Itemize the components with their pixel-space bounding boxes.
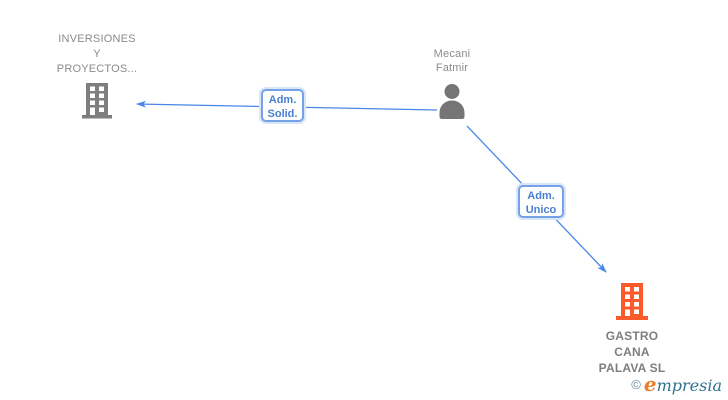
edge-label-adm-unico: Adm. Unico: [518, 185, 564, 218]
logo-text: mpresia: [656, 376, 722, 395]
node-company-gastro[interactable]: GASTRO CANA PALAVA SL: [572, 281, 692, 376]
edge-label-text: Adm.: [268, 94, 297, 106]
company-name: INVERSIONES Y PROYECTOS...: [56, 33, 138, 75]
logo-first-letter: e: [643, 372, 657, 396]
edge-label-text: Unico: [525, 204, 557, 216]
copyright-icon: ©: [631, 377, 641, 392]
node-person-mecani-fatmir[interactable]: Mecani Fatmir: [402, 47, 502, 124]
person-name: Mecani Fatmir: [433, 48, 471, 74]
building-icon[interactable]: [80, 81, 114, 124]
edge-label-adm-solid: Adm. Solid.: [261, 89, 304, 122]
empresia-logo[interactable]: ©empresia: [631, 372, 722, 396]
person-icon[interactable]: [432, 83, 472, 124]
edge-label-text: Solid.: [267, 108, 298, 120]
edge-label-text: Adm.: [527, 190, 555, 202]
node-company-inversiones[interactable]: INVERSIONES Y PROYECTOS...: [37, 32, 157, 124]
company-name: GASTRO CANA PALAVA SL: [598, 329, 666, 375]
building-icon[interactable]: [614, 281, 650, 326]
